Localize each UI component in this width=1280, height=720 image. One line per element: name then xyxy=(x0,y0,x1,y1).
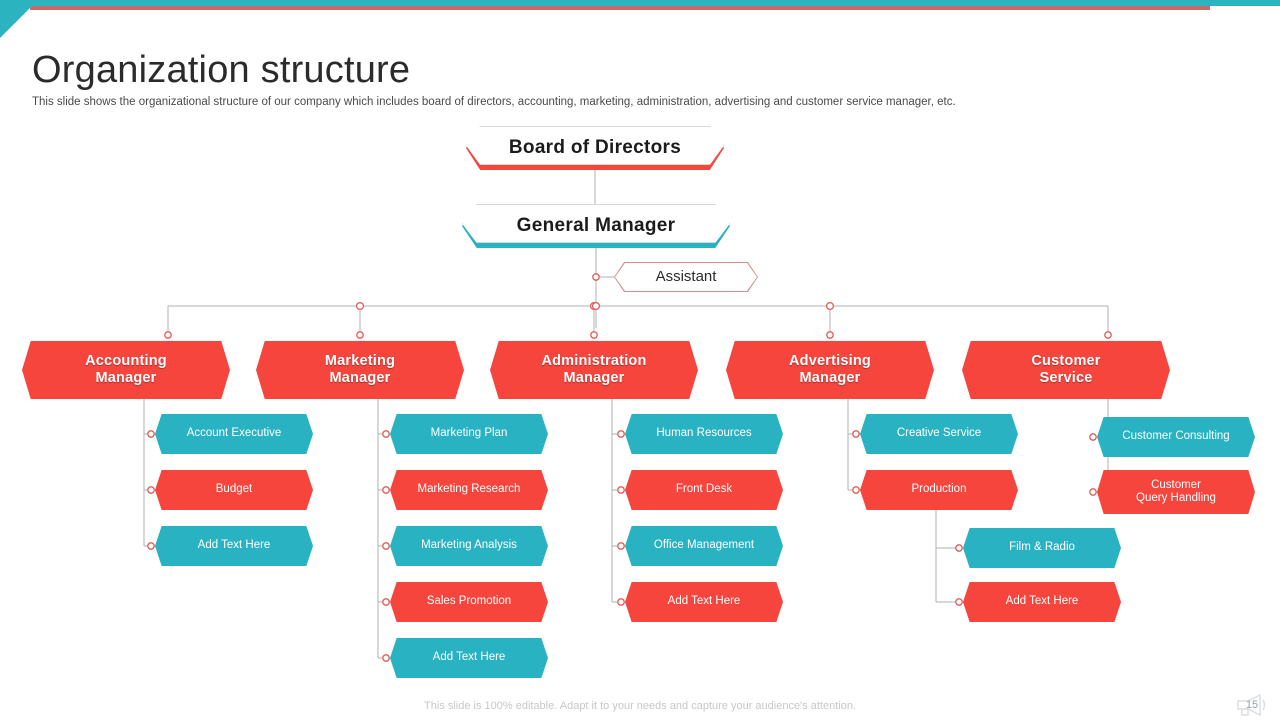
org-node-c3[interactable]: Office Management xyxy=(625,526,783,566)
node-body xyxy=(615,263,757,291)
node-body xyxy=(962,341,1170,399)
corner-triangle-decoration xyxy=(0,4,34,38)
org-node-a1[interactable]: Account Executive xyxy=(155,414,313,454)
megaphone-icon xyxy=(1237,693,1266,717)
org-node-label: Film & Radio xyxy=(1009,541,1075,554)
org-node-label: Board of Directors xyxy=(508,136,682,158)
org-node-c1[interactable]: Human Resources xyxy=(625,414,783,454)
org-node-label: General Manager xyxy=(516,214,676,236)
node-body xyxy=(256,341,464,399)
org-node-d1[interactable]: Creative Service xyxy=(860,414,1018,454)
node-body xyxy=(22,341,230,399)
node-body xyxy=(155,526,313,566)
page-number: 15 xyxy=(1245,699,1259,711)
org-node-label: Marketing Analysis xyxy=(421,539,517,552)
node-body xyxy=(390,582,548,622)
node-body xyxy=(625,414,783,454)
org-node-d3[interactable]: Film & Radio xyxy=(963,528,1121,568)
org-node-board[interactable]: Board of Directors xyxy=(466,126,724,170)
org-node-label: Office Management xyxy=(653,539,755,552)
node-body xyxy=(963,582,1121,622)
org-node-c2[interactable]: Front Desk xyxy=(625,470,783,510)
org-node-b2[interactable]: Marketing Research xyxy=(390,470,548,510)
node-body xyxy=(625,582,783,622)
org-node-label: Front Desk xyxy=(675,483,733,496)
footer-note: This slide is 100% editable. Adapt it to… xyxy=(424,700,856,712)
node-body xyxy=(963,528,1121,568)
top-accent-line xyxy=(30,6,1210,10)
org-node-b5[interactable]: Add Text Here xyxy=(390,638,548,678)
node-body xyxy=(390,638,548,678)
org-node-e1[interactable]: Customer Consulting xyxy=(1097,417,1255,457)
org-node-label: Add Text Here xyxy=(197,539,271,552)
node-body xyxy=(390,470,548,510)
node-body xyxy=(1097,470,1255,514)
node-body xyxy=(860,414,1018,454)
org-node-label: Add Text Here xyxy=(667,595,741,608)
org-node-label: Add Text Here xyxy=(432,651,506,664)
node-body xyxy=(155,414,313,454)
org-node-b1[interactable]: Marketing Plan xyxy=(390,414,548,454)
page-number-badge: 15 xyxy=(1237,693,1266,717)
org-node-label: Marketing Research xyxy=(417,483,521,496)
node-body xyxy=(1097,417,1255,457)
org-node-a2[interactable]: Budget xyxy=(155,470,313,510)
org-node-d4[interactable]: Add Text Here xyxy=(963,582,1121,622)
org-node-assistant[interactable]: Assistant xyxy=(614,262,758,292)
node-body xyxy=(625,526,783,566)
org-node-a3[interactable]: Add Text Here xyxy=(155,526,313,566)
org-node-d2[interactable]: Production xyxy=(860,470,1018,510)
org-node-gm[interactable]: General Manager xyxy=(462,204,730,248)
node-body xyxy=(390,414,548,454)
page-subtitle: This slide shows the organizational stru… xyxy=(32,95,956,108)
node-body xyxy=(490,341,698,399)
org-node-label: Marketing Plan xyxy=(430,427,508,440)
org-node-b3[interactable]: Marketing Analysis xyxy=(390,526,548,566)
node-body xyxy=(860,470,1018,510)
org-node-label: Add Text Here xyxy=(1005,595,1079,608)
node-body xyxy=(625,470,783,510)
org-node-label: Creative Service xyxy=(896,427,982,440)
org-node-label: Production xyxy=(911,483,967,496)
node-body xyxy=(726,341,934,399)
node-body xyxy=(466,126,724,165)
page-title: Organization structure xyxy=(32,49,411,92)
org-node-label: Customer Consulting xyxy=(1122,430,1230,443)
org-node-c4[interactable]: Add Text Here xyxy=(625,582,783,622)
org-node-label: Budget xyxy=(215,483,253,496)
org-node-label: Account Executive xyxy=(186,427,282,440)
node-body xyxy=(462,204,730,243)
org-node-b4[interactable]: Sales Promotion xyxy=(390,582,548,622)
top-accent-bar xyxy=(0,0,1280,6)
node-body xyxy=(155,470,313,510)
org-node-label: Sales Promotion xyxy=(426,595,512,608)
org-node-label: Human Resources xyxy=(656,427,752,440)
node-body xyxy=(390,526,548,566)
org-node-label: Assistant xyxy=(655,268,717,286)
